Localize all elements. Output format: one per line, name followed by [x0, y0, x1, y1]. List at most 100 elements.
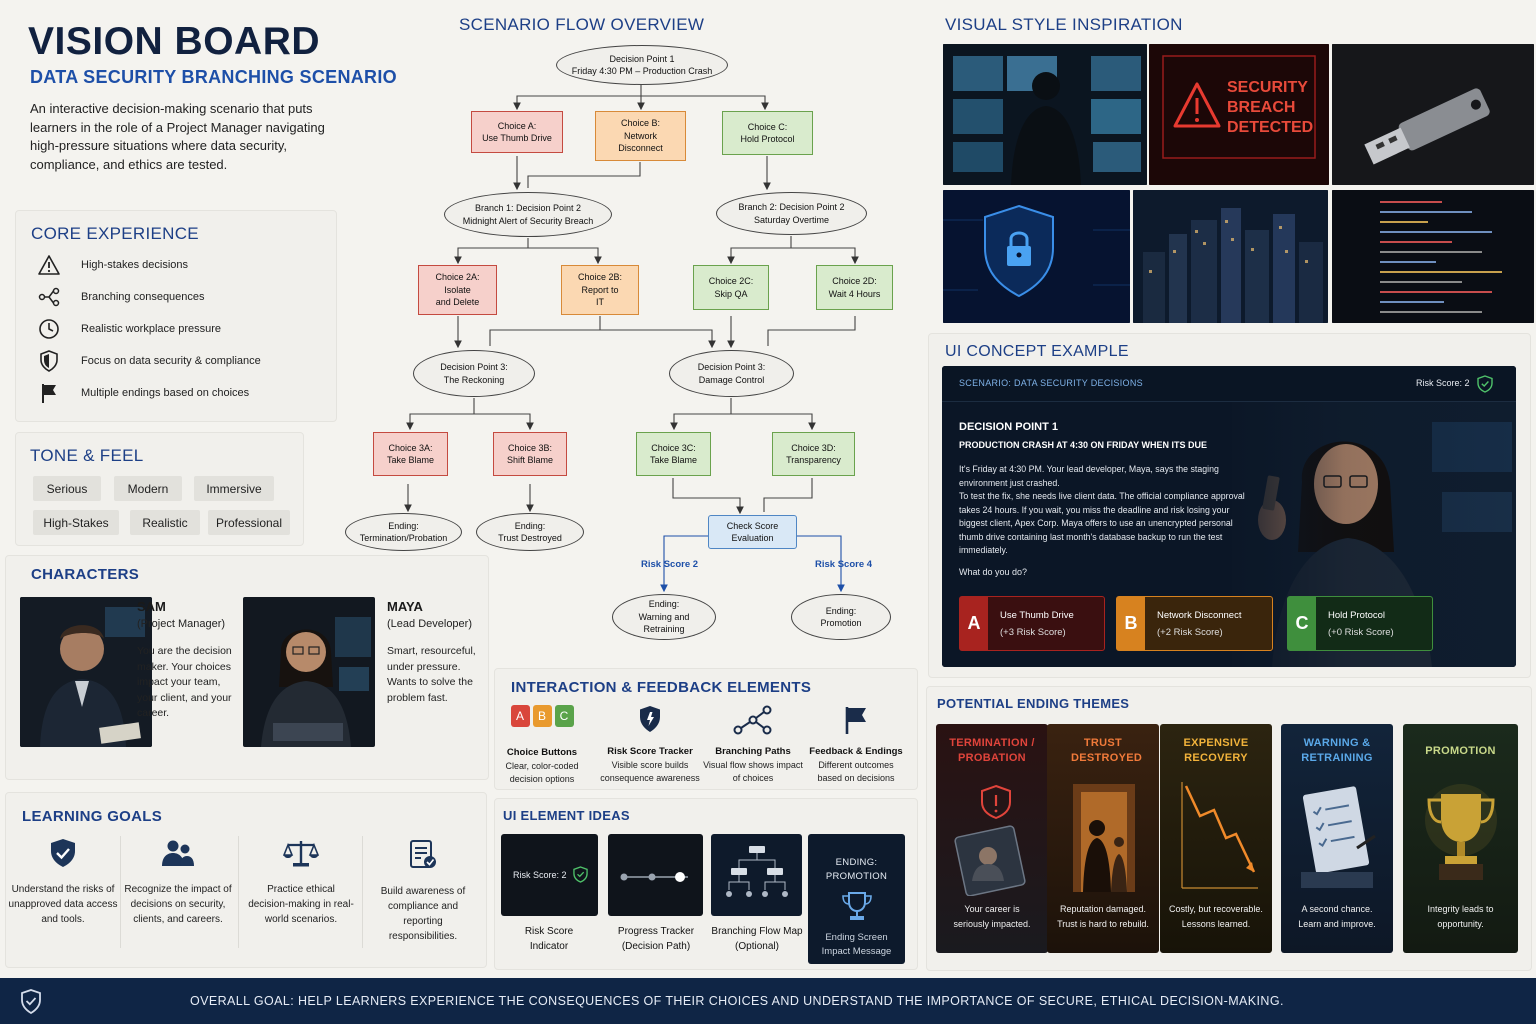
ending-title: PROMOTION — [1425, 745, 1496, 757]
decision-point-subtitle: PRODUCTION CRASH AT 4:30 ON FRIDAY WHEN … — [959, 440, 1208, 450]
choice-c-button[interactable]: C Hold Protocol(+0 Risk Score) — [1287, 596, 1433, 651]
ending-screen-title: ENDING: PROMOTION — [825, 857, 888, 882]
feature-desc: Visual flow shows impact of choices — [703, 760, 803, 783]
tile-code-screen — [1332, 190, 1534, 323]
feature-title: Risk Score Tracker — [607, 746, 693, 757]
ending-title: TERMINATION / PROBATION — [949, 737, 1035, 764]
flow-node-choice-2d: Choice 2D:Wait 4 Hours — [816, 265, 893, 310]
shield-check-icon — [1477, 375, 1493, 393]
divider — [120, 836, 121, 948]
abc-chip-b: B — [532, 705, 552, 727]
learning-goal-item: Understand the risks of unapproved data … — [8, 838, 118, 927]
flow-node-dp3-damage: Decision Point 3:Damage Control — [669, 350, 794, 397]
clock-icon — [39, 319, 59, 339]
ui-label-branch: Branching Flow Map (Optional) — [711, 926, 803, 952]
ending-desc: Costly, but recoverable. Lessons learned… — [1169, 904, 1263, 929]
shield-check-icon — [51, 839, 75, 867]
core-experience-panel: CORE EXPERIENCE High-stakes decisions Br… — [15, 210, 337, 422]
ending-card-recovery: EXPENSIVE RECOVERY Costly, but recoverab… — [1160, 724, 1272, 953]
progress-tracker-card — [608, 834, 703, 916]
choice-b-letter: B — [1117, 597, 1145, 650]
choice-a-button[interactable]: A Use Thumb Drive(+3 Risk Score) — [959, 596, 1105, 651]
ending-card-trust: TRUST DESTROYED Reputation damaged. Trus… — [1047, 724, 1159, 953]
list-item-label: Multiple endings based on choices — [81, 387, 250, 399]
divider — [362, 836, 363, 948]
goal-text: Practice ethical decision-making in real… — [248, 884, 354, 925]
feature-choice-buttons: A B C Choice Buttons Clear, color-coded … — [492, 705, 592, 786]
risk-score-4-label: Risk Score 4 — [815, 559, 873, 570]
tone-heading: TONE & FEEL — [30, 446, 144, 465]
sam-desc: You are the decision maker. Your choices… — [137, 645, 232, 719]
ending-card-warning: WARNING & RETRAINING A second chance. Le… — [1281, 724, 1393, 953]
feature-title: Branching Paths — [715, 746, 791, 757]
goal-text: Build awareness of compliance and report… — [380, 886, 466, 942]
ending-screen-card: ENDING: PROMOTION Ending Screen Impact M… — [808, 834, 905, 964]
list-item: Realistic workplace pressure — [37, 313, 261, 345]
scenario-body-2: To test the fix, she needs live client d… — [959, 491, 1245, 556]
branching-map-card — [711, 834, 802, 916]
flow-node-choice-3c: Choice 3C:Take Blame — [636, 432, 711, 476]
people-icon — [162, 840, 194, 866]
flow-connectors — [404, 84, 859, 593]
feature-risk-tracker: Risk Score Tracker Visible score builds … — [600, 705, 700, 785]
choice-b-button[interactable]: B Network Disconnect(+2 Risk Score) — [1116, 596, 1273, 651]
list-item: Focus on data security & compliance — [37, 345, 261, 377]
ui-concept-card: SCENARIO: DATA SECURITY DECISIONS Risk S… — [942, 366, 1516, 667]
tone-chip: Professional — [208, 510, 290, 535]
shield-check-icon — [21, 989, 41, 1014]
divider — [238, 836, 239, 948]
ui-label-progress: Progress Tracker (Decision Path) — [617, 926, 695, 952]
trophy-icon — [1425, 784, 1497, 880]
risk-score-2-label: Risk Score 2 — [641, 559, 699, 570]
intro-text: An interactive decision-making scenario … — [30, 101, 325, 172]
feature-branching-paths: Branching Paths Visual flow shows impact… — [703, 705, 803, 785]
learning-goal-item: Practice ethical decision-making in real… — [246, 838, 356, 927]
tone-chip: Modern — [114, 476, 182, 501]
ending-card-termination: TERMINATION / PROBATION Your career is s… — [936, 724, 1048, 953]
tile-shield-lock — [943, 190, 1130, 323]
list-item: Multiple endings based on choices — [37, 377, 261, 409]
flow-node-ending-trust: Ending:Trust Destroyed — [476, 513, 584, 551]
ending-screen-message: Ending Screen Impact Message — [821, 932, 892, 957]
choice-c-text: Hold Protocol(+0 Risk Score) — [1328, 609, 1394, 638]
choice-a-text: Use Thumb Drive(+3 Risk Score) — [1000, 609, 1074, 638]
feature-desc: Different outcomes based on decisions — [817, 760, 895, 783]
sam-role: (Project Manager) — [137, 618, 226, 630]
flow-node-choice-a: Choice A:Use Thumb Drive — [471, 111, 563, 153]
ending-title: WARNING & RETRAINING — [1301, 737, 1373, 764]
checklist-tablet-icon — [1301, 786, 1376, 888]
maya-info: MAYA (Lead Developer) Smart, resourceful… — [387, 599, 482, 706]
shield-alert-icon — [640, 706, 660, 732]
ending-card-promotion: PROMOTION Integrity leads to opportunity… — [1403, 724, 1518, 953]
ending-desc: Integrity leads to opportunity. — [1427, 904, 1494, 929]
visual-style-heading: VISUAL STYLE INSPIRATION — [945, 15, 1183, 34]
shield-check-icon — [573, 866, 588, 883]
choice-a-letter: A — [960, 597, 988, 650]
flow-node-choice-3a: Choice 3A:Take Blame — [373, 432, 448, 476]
flow-node-choice-3d: Choice 3D:Transparency — [772, 432, 855, 476]
feature-endings: Feedback & Endings Different outcomes ba… — [806, 705, 906, 785]
scenario-title: SCENARIO: DATA SECURITY DECISIONS — [959, 378, 1143, 388]
scales-icon — [283, 841, 319, 867]
flow-node-ending-termination: Ending:Termination/Probation — [345, 513, 462, 551]
sam-portrait — [20, 597, 152, 747]
ending-desc: Reputation damaged. Trust is hard to reb… — [1057, 904, 1149, 929]
flow-heading: SCENARIO FLOW OVERVIEW — [459, 15, 705, 34]
checklist-icon — [410, 840, 436, 868]
footer-goal-text: OVERALL GOAL: HELP LEARNERS EXPERIENCE T… — [190, 994, 1284, 1008]
decision-point-title: DECISION POINT 1 — [959, 421, 1059, 433]
flag-icon — [42, 384, 56, 403]
choice-c-letter: C — [1288, 597, 1316, 650]
endings-heading: POTENTIAL ENDING THEMES — [937, 696, 1130, 711]
doorway-figure-icon — [1073, 784, 1135, 892]
ui-concept-topbar: SCENARIO: DATA SECURITY DECISIONS Risk S… — [942, 366, 1516, 402]
tone-chip: Immersive — [194, 476, 274, 501]
interaction-heading: INTERACTION & FEEDBACK ELEMENTS — [511, 679, 812, 696]
